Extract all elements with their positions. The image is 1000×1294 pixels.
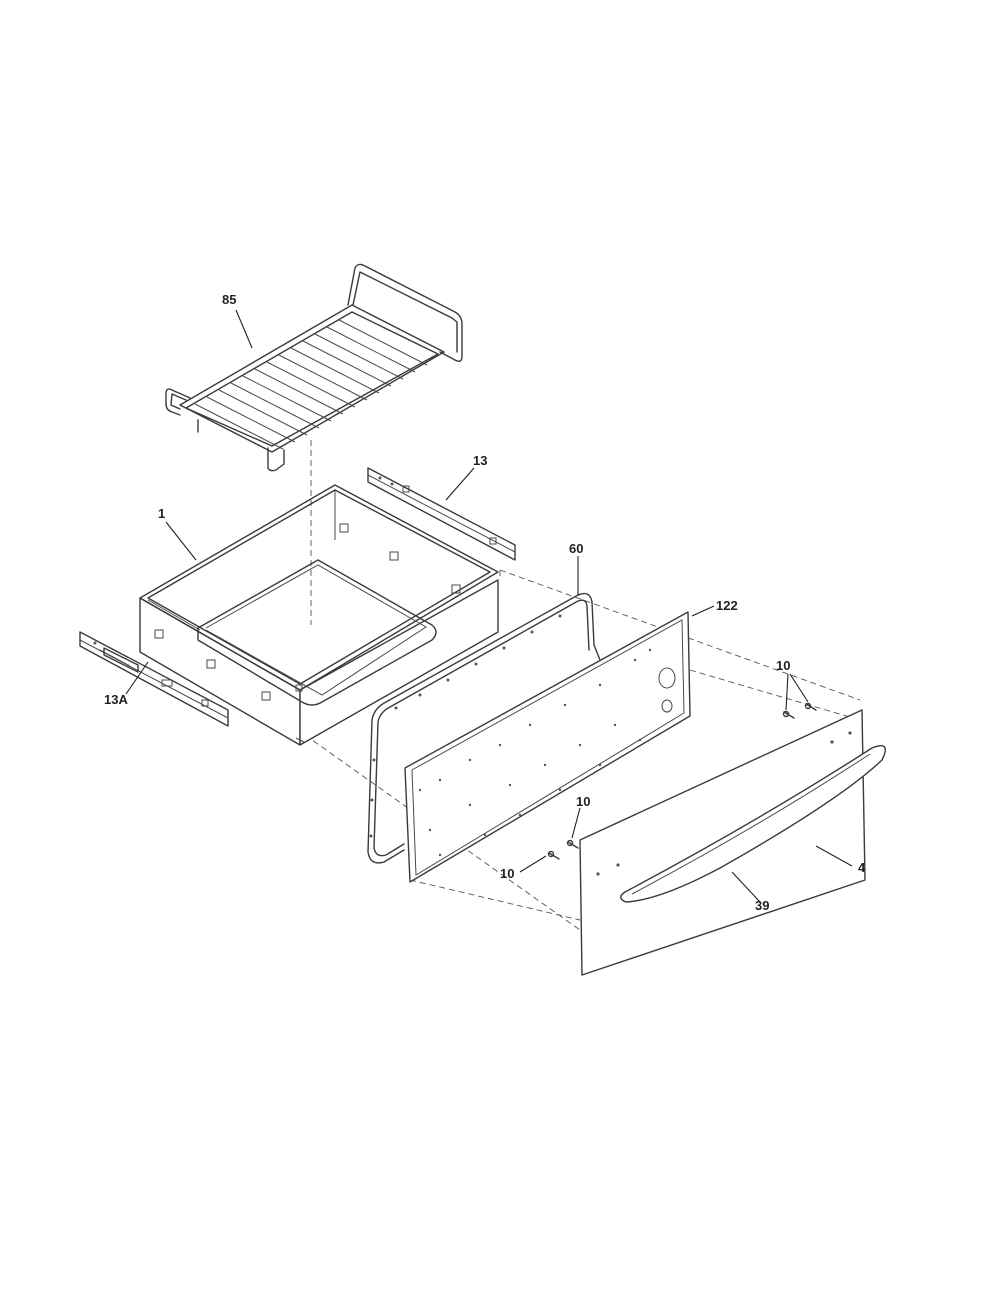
- left-slide-rail: [79, 631, 229, 727]
- callout-gasket: 60: [569, 541, 583, 556]
- drawer-body: [139, 484, 499, 746]
- callout-front-panel: 4: [858, 860, 866, 875]
- panel-holes: [418, 648, 652, 857]
- callout-screw-lower-center: 10: [500, 866, 514, 881]
- callout-labels: 85 13 1 60 122 10 13A 10 10 4 39: [104, 292, 866, 913]
- callout-drawer-body: 1: [158, 506, 165, 521]
- handle: [620, 745, 886, 903]
- callout-left-slide: 13A: [104, 692, 128, 707]
- right-slide-rail: [367, 467, 516, 561]
- wire-rack: [165, 263, 463, 472]
- callout-rack: 85: [222, 292, 236, 307]
- rack-wires: [194, 319, 428, 450]
- screws: [547, 702, 817, 860]
- leader-lines: [125, 309, 853, 903]
- callout-screw-upper-center: 10: [576, 794, 590, 809]
- callout-handle: 39: [755, 898, 769, 913]
- callout-right-slide: 13: [473, 453, 487, 468]
- callout-inner-panel: 122: [716, 598, 738, 613]
- inner-panel: [404, 611, 691, 883]
- callout-screws-right: 10: [776, 658, 790, 673]
